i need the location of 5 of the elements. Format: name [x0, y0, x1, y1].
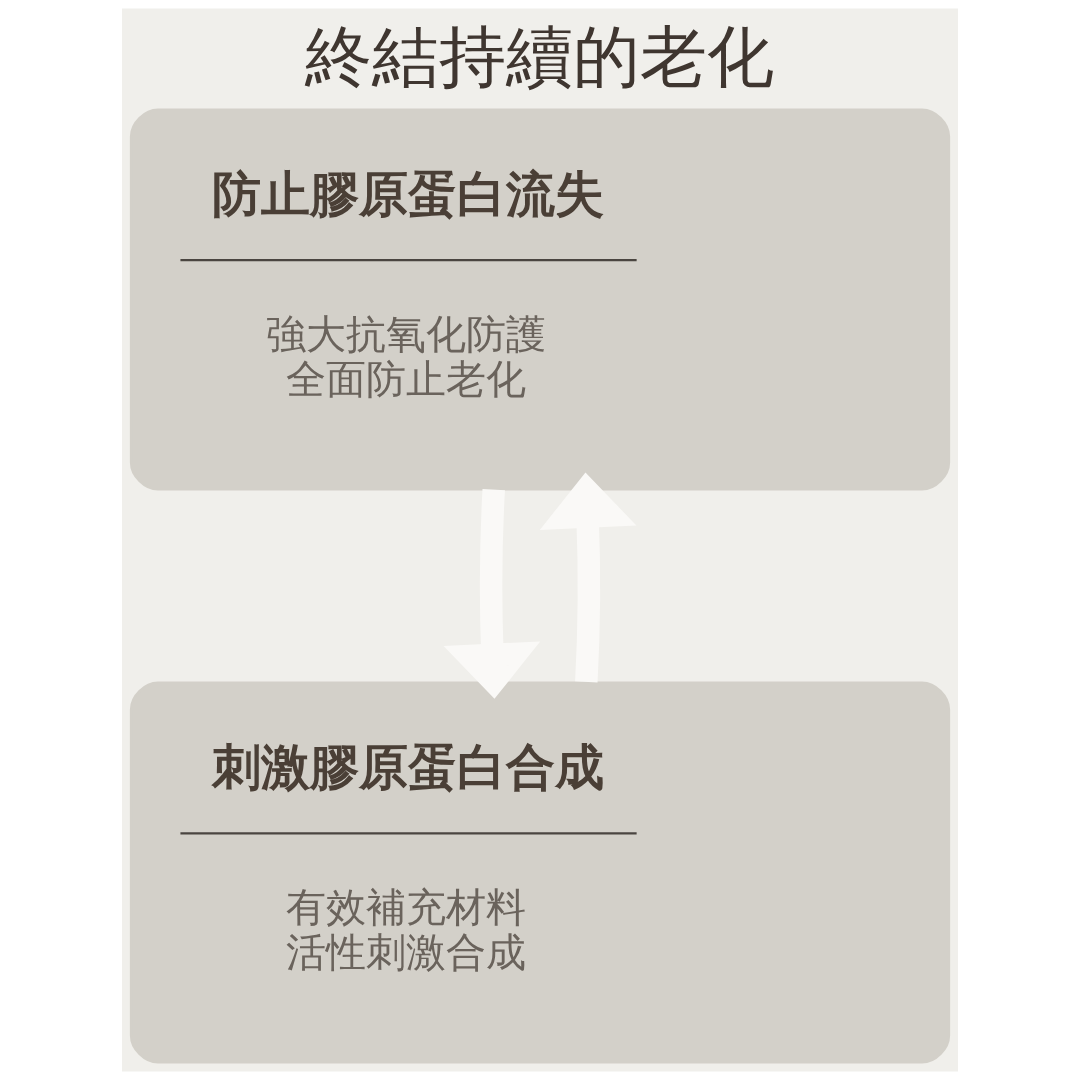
- node-box: 刺激膠原蛋白合成 有效補充材料活性刺激合成: [129, 681, 951, 1064]
- diagram-title: 終結持續的老化: [305, 17, 775, 97]
- arrow: [539, 472, 637, 683]
- node-box: 防止膠原蛋白流失 強大抗氧化防護全面防止老化: [129, 108, 951, 491]
- arrow: [443, 488, 541, 699]
